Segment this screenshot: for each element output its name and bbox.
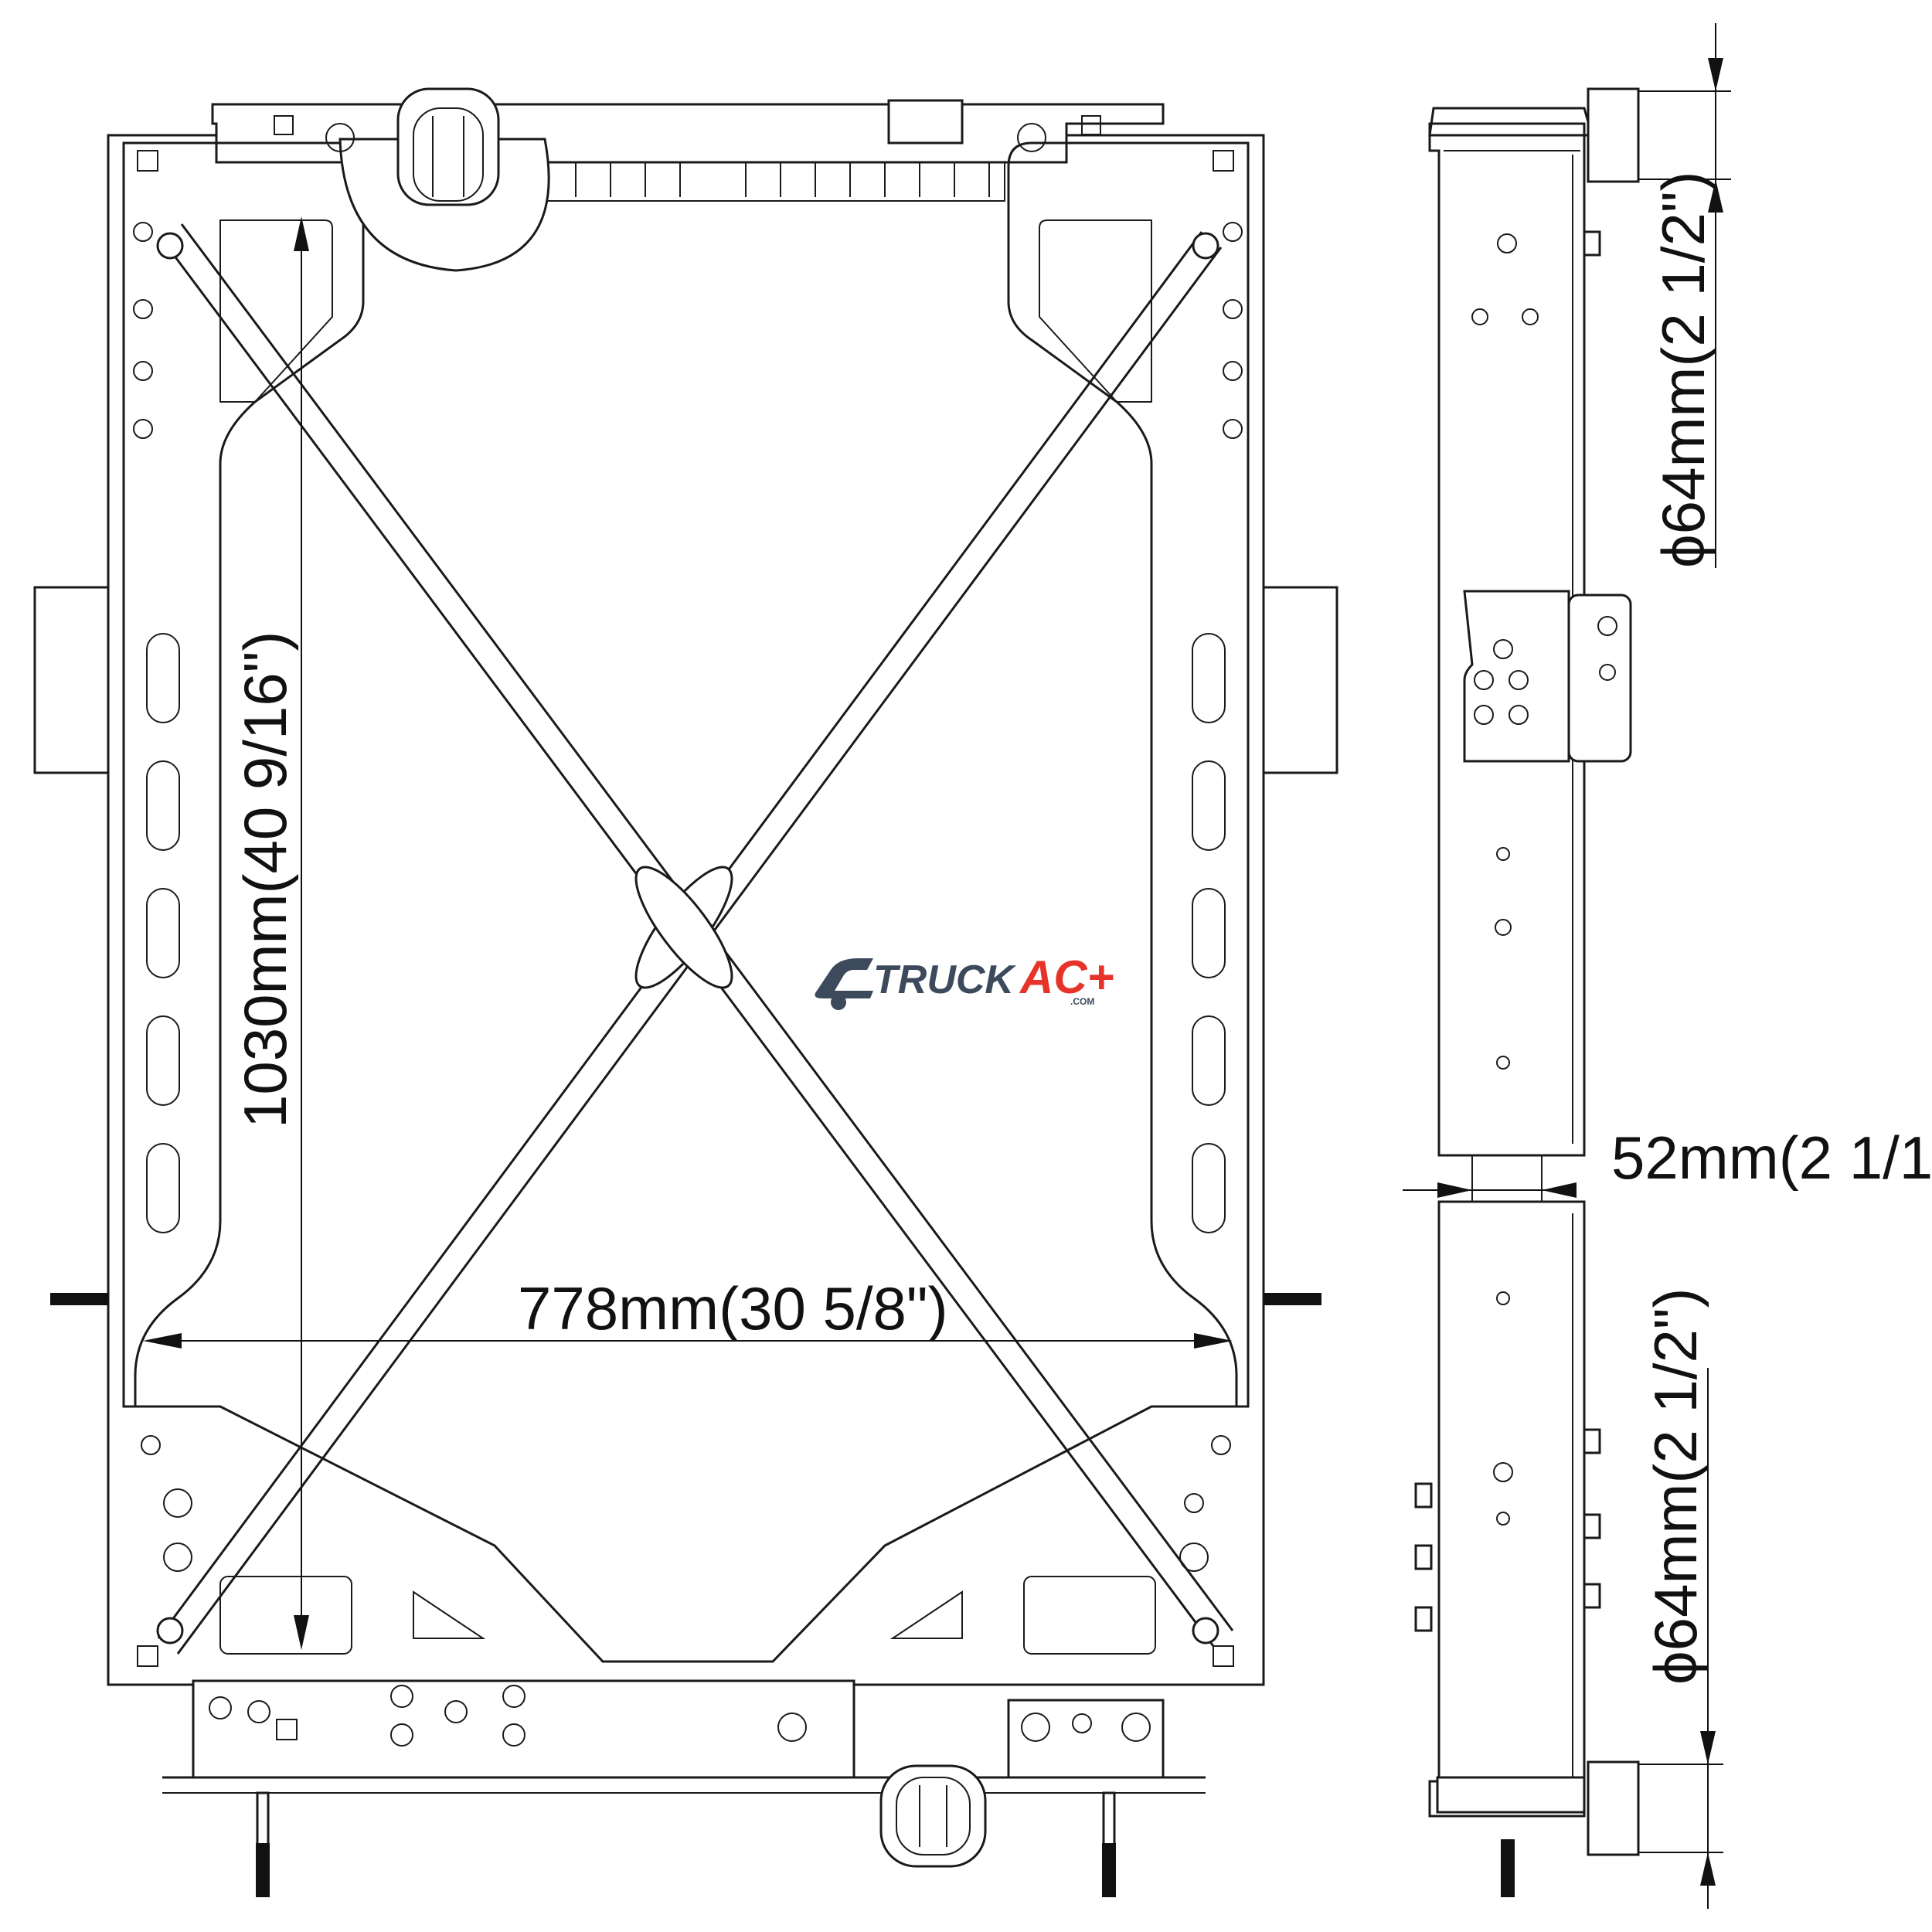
diagonal-tie-rods [156,223,1234,1655]
mounting-holes [133,123,1243,1747]
side-inlet-neck [1587,87,1640,183]
core-depth-label: 52mm(2 1/16") [1611,1124,1932,1192]
outlet-diameter-label: ϕ64mm(2 1/2") [1641,1287,1709,1685]
side-bottom-stud [1501,1839,1515,1897]
front-view [33,87,1338,1897]
lower-brace-plate [124,1405,1248,1663]
bottom-right-bracket [1007,1699,1165,1779]
inlet-neck [396,87,500,206]
side-outlet-neck [1587,1760,1640,1856]
core-depth-dimension: 52mm(2 1/16") [1403,1124,1932,1198]
outlet-diameter-dimension: ϕ64mm(2 1/2") [1638,1287,1723,1909]
side-bottom-cap [1436,1776,1586,1814]
side-upper-column [1428,122,1586,1157]
logo-com-text: .COM [1070,996,1094,1007]
corner-fasteners [137,115,1234,1740]
left-side-stud [50,1293,108,1305]
side-view [1414,87,1640,1897]
logo-ac-text: AC+ [1019,951,1114,1003]
logo-truck-text: TRUCK [873,957,1016,1002]
right-side-bracket [1262,586,1338,774]
top-tank-fin-ticks [575,162,990,197]
bottom-studs [256,1791,1116,1897]
right-side-slots [1192,633,1226,1233]
width-dimension: 778mm(30 5/8") [143,1274,1233,1349]
height-dimension: 1030mm(40 9/16") [231,216,309,1650]
top-latch [887,99,964,145]
outlet-neck [879,1764,987,1868]
corner-windows [219,219,1156,1655]
left-side-slots [146,633,180,1233]
side-middle-bracket [1463,590,1570,763]
inlet-diameter-label: ϕ64mm(2 1/2") [1649,171,1717,568]
width-dimension-label: 778mm(30 5/8") [518,1274,948,1342]
truck-ac-logo: TRUCK AC+ .COM [815,951,1114,1010]
left-side-bracket [33,586,110,774]
right-side-stud [1264,1293,1321,1305]
side-top-cap [1428,107,1594,137]
truck-silhouette-icon [815,958,873,998]
height-dimension-label: 1030mm(40 9/16") [231,631,299,1128]
inlet-diameter-dimension: ϕ64mm(2 1/2") [1638,23,1731,568]
right-side-member [1007,141,1250,1408]
